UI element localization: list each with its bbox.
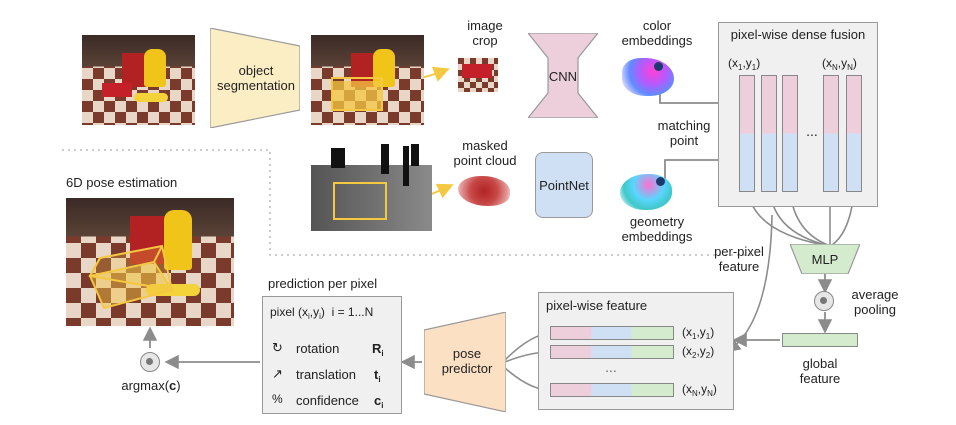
pointnet-block: PointNet (535, 152, 593, 218)
fusion-first-pixel-label: (x1,y1) (728, 56, 761, 72)
confidence-symbol: ci (374, 393, 384, 410)
argmax-label: argmax(c) (121, 378, 181, 393)
feature-row-label-n: (xN,yN) (682, 382, 717, 398)
argmax-node (140, 352, 160, 372)
pose-predictor-block (424, 312, 506, 412)
color-embeddings-label: color embeddings (621, 18, 693, 48)
cnn-block (528, 33, 598, 118)
average-pooling-node (814, 291, 834, 311)
feature-row (550, 345, 674, 359)
fusion-column (823, 75, 839, 192)
dense-fusion-title: pixel-wise dense fusion (730, 27, 866, 42)
depth-crop-box (333, 182, 387, 220)
pose-estimation-image (66, 198, 234, 326)
fusion-column (761, 75, 777, 192)
feature-row (550, 326, 674, 340)
fusion-column (846, 75, 862, 192)
rotation-symbol: Ri (372, 341, 384, 358)
dotted-separator (62, 149, 760, 256)
mlp-block (790, 244, 860, 274)
translation-label: translation (296, 367, 356, 382)
feature-row (550, 383, 674, 397)
geometry-embeddings-label: geometry embeddings (621, 214, 693, 244)
prediction-panel (262, 296, 402, 414)
confidence-icon: % (272, 392, 283, 406)
average-pooling-label: average pooling (851, 287, 899, 317)
crop-bounding-box (331, 77, 383, 111)
prediction-per-pixel-title: prediction per pixel (268, 276, 378, 291)
object-segmentation-block (210, 28, 300, 128)
fusion-column (782, 75, 798, 192)
pixel-wise-feature-title: pixel-wise feature (546, 298, 648, 313)
image-crop-label: image crop (467, 18, 503, 48)
rotation-label: rotation (296, 341, 340, 356)
translation-icon: ↗ (272, 366, 283, 381)
mlp-label: MLP (811, 252, 839, 267)
feature-row-label-2: (x2,y2) (682, 344, 715, 360)
image-crop-thumbnail (458, 58, 498, 92)
fusion-last-pixel-label: (xN,yN) (822, 56, 857, 72)
rotation-icon: ↻ (272, 340, 283, 355)
global-feature-label: global feature (799, 356, 841, 386)
masked-point-cloud-label: masked point cloud (453, 138, 517, 168)
color-embeddings-blob (622, 58, 674, 96)
cnn-label: CNN (548, 69, 578, 84)
translation-symbol: ti (374, 367, 381, 384)
segmented-image (311, 35, 424, 125)
masked-point-cloud-blob (458, 176, 510, 206)
pose-estimation-title: 6D pose estimation (66, 175, 178, 190)
global-feature-bar (782, 333, 858, 347)
pose-bounding-box (88, 244, 174, 310)
object-segmentation-label: object segmentation (216, 63, 296, 93)
color-embedding-point (654, 62, 663, 71)
feature-row-label-1: (x1,y1) (682, 325, 715, 341)
fusion-ellipsis: ... (806, 123, 818, 139)
pose-predictor-label: pose predictor (441, 346, 493, 376)
pixel-index-label: pixel (xi,yi) i = 1...N (270, 305, 374, 321)
feature-row-ellipsis: ... (605, 359, 617, 375)
per-pixel-feature-label: per-pixel feature (714, 244, 764, 274)
depth-image (311, 140, 432, 231)
geometry-embedding-point (656, 177, 665, 186)
fusion-column (739, 75, 755, 192)
matching-point-label: matching point (657, 118, 711, 148)
input-rgb-image (82, 35, 195, 125)
confidence-label: confidence (296, 393, 359, 408)
